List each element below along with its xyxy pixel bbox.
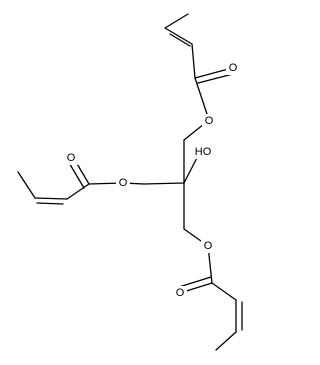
bottom-carbonyl-oxygen-label: O	[176, 287, 185, 299]
bond-bottom-alpha	[211, 282, 237, 301]
hydroxyl-label: HO	[195, 146, 212, 158]
bond-bottom-methyl	[215, 331, 237, 351]
atom-bg-hydroxyl	[190, 145, 217, 159]
bond-top-cis-double	[164, 27, 193, 45]
bond-left-cis-double	[34, 197, 68, 200]
bond-left-carbonyl-inner	[67, 160, 85, 189]
top-carbonyl-oxygen-label: O	[229, 62, 238, 74]
atom-bg-bottom-carbonyl-o	[173, 286, 187, 300]
bond-top-methyl	[164, 13, 189, 29]
left-ester-oxygen-label: O	[119, 177, 128, 189]
bottom-ester-oxygen-label: O	[204, 240, 213, 252]
atom-bg-left-ester-o	[116, 176, 130, 190]
chemical-structure-diagram: HO O O O O O O	[17, 13, 243, 351]
atom-bg-top-ester-o	[202, 114, 216, 128]
bond-left-alpha	[66, 183, 90, 200]
bond-bottom-carbonyl-inner	[178, 276, 212, 288]
atom-labels: HO O O O O O O	[64, 61, 240, 300]
atom-bg-top-carbonyl-o	[226, 61, 240, 75]
bond-left-methyl	[17, 171, 36, 199]
bond-top-carbonyl-inner	[197, 73, 234, 84]
atom-bg-left-carbonyl-o	[64, 151, 78, 165]
bond-left-cis-double-inner	[36, 202, 64, 205]
left-carbonyl-oxygen-label: O	[67, 152, 76, 164]
bond-top-carbonyl	[194, 67, 233, 79]
top-ester-oxygen-label: O	[205, 115, 214, 127]
bond-top-cis-double-inner	[169, 33, 191, 47]
bond-center-left-ch2	[143, 182, 185, 185]
bond-top-alpha	[191, 43, 196, 79]
bond-top-ester-o	[194, 77, 210, 121]
atom-bg-bottom-ester-o	[201, 239, 215, 253]
